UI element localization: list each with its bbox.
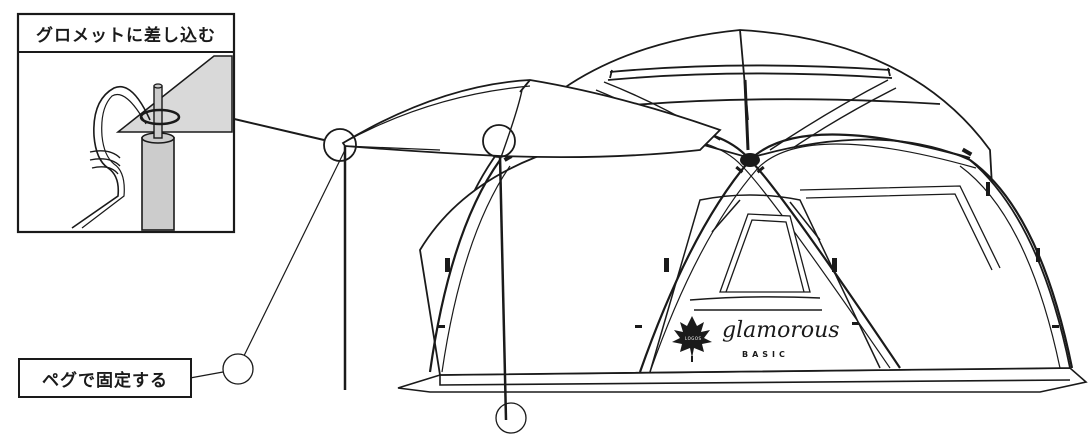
brand-subtitle: BASIC <box>742 350 789 359</box>
pole-top-callout-circle <box>482 124 516 158</box>
pole-base-callout-circle <box>495 402 527 434</box>
grommet-leader-line <box>229 117 325 141</box>
peg-callout-box: ペグで固定する <box>18 358 192 398</box>
tarp-canopy <box>341 79 722 161</box>
door-panel <box>649 194 881 373</box>
grommet-callout-circle <box>323 128 357 162</box>
maple-leaf-icon <box>672 316 712 362</box>
grommet-detail-inset <box>16 12 236 234</box>
tarp-poles <box>237 145 508 421</box>
grommet-callout-label: グロメットに差し込む <box>36 25 216 46</box>
peg-callout-label: ペグで固定する <box>42 370 168 391</box>
peg-callout-circle <box>222 353 254 385</box>
pole-hub <box>740 153 760 167</box>
peg-leader-line <box>189 371 224 379</box>
logo-text: LOGOS <box>685 336 702 341</box>
pole-clips <box>438 147 1059 328</box>
mesh-window <box>719 213 811 293</box>
brand-name: glamorous <box>722 318 840 343</box>
side-window <box>799 185 1001 271</box>
